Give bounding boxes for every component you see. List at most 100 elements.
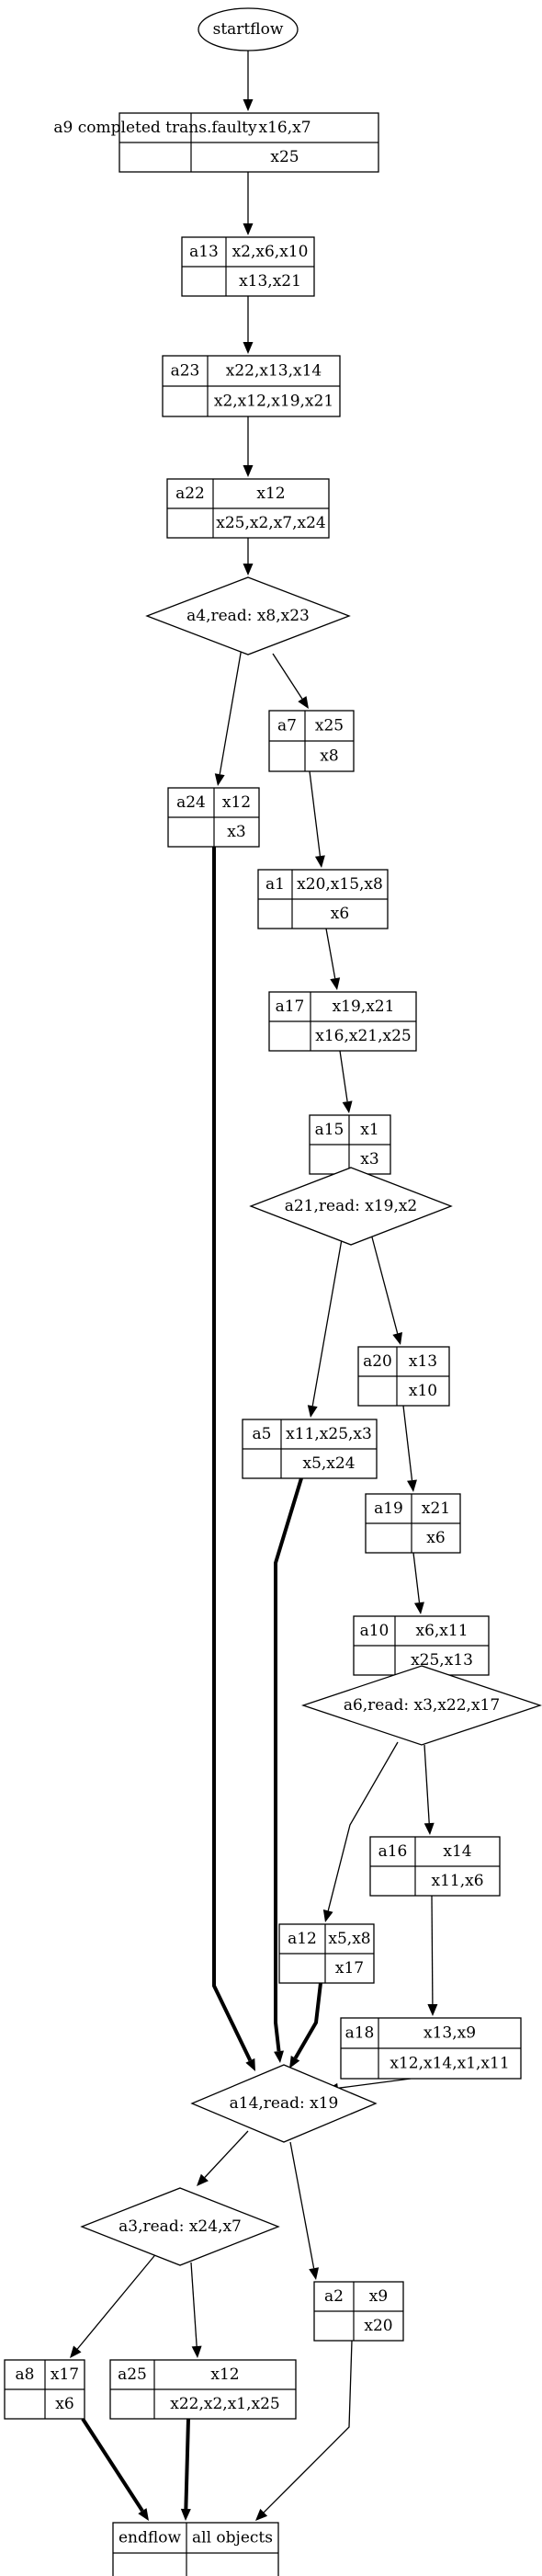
edge-a2-to-endflow [255, 2340, 353, 2521]
node-a18: a18 x13,x9 x12,x14,x1,x11 [340, 2017, 522, 2080]
arrowhead-icon [180, 2508, 191, 2521]
decision-diamond [190, 2064, 378, 2143]
record-top-value: x14 [443, 1842, 471, 1861]
edge-a8-to-endflow [81, 2417, 149, 2521]
arrowhead-icon [274, 2050, 284, 2063]
node-a6: a6,read: x3,x22,x17 [300, 1665, 542, 1746]
node-a5: a5 x11,x25,x3 x5,x24 [242, 1419, 378, 1479]
record-name: a25 [118, 2365, 147, 2384]
node-a3: a3,read: x24,x7 [80, 2187, 280, 2266]
arrowhead-icon [255, 2508, 268, 2521]
edge-line [289, 2141, 315, 2269]
arrowhead-icon [243, 465, 254, 477]
arrowhead-icon [289, 2055, 300, 2069]
record-bottom-value: x2,x12,x19,x21 [214, 393, 333, 411]
edge-line [337, 2078, 412, 2089]
edge-a5-to-a14 [274, 1477, 303, 2063]
edges-layer [70, 51, 438, 2521]
arrowhead-icon [214, 773, 225, 786]
edge-a14-to-a3 [197, 2130, 249, 2186]
edge-a25-to-endflow [180, 2418, 191, 2521]
arrowhead-icon [322, 1909, 333, 1922]
record-top-value: all objects [192, 2529, 273, 2548]
arrowhead-icon [70, 2345, 82, 2358]
edge-line [81, 2417, 144, 2513]
edge-a12-to-a14 [289, 1982, 322, 2069]
record-name: a17 [276, 997, 305, 1016]
record-name: a20 [363, 1352, 392, 1371]
record-bottom-value: x12,x14,x1,x11 [390, 2055, 509, 2073]
arrowhead-icon [427, 2003, 438, 2016]
record-bottom-value: x5,x24 [302, 1454, 355, 1473]
edge-a1-to-a17 [325, 928, 341, 990]
record-top-value: x11,x25,x3 [286, 1425, 372, 1443]
edge-a24-to-a14 [212, 847, 255, 2071]
node-startflow: startflow [198, 7, 299, 51]
record-bottom-value: x3 [360, 1150, 378, 1168]
edge-line [311, 1238, 343, 1407]
arrowhead-icon [243, 564, 254, 576]
arrowhead-icon [407, 1479, 417, 1492]
record-name: a5 [253, 1425, 272, 1443]
edge-a14-to-a2 [289, 2141, 320, 2280]
record-top-value: x20,x15,x8 [297, 875, 383, 894]
edge-line [293, 1982, 322, 2059]
start-ellipse [198, 7, 299, 51]
record-bottom-value: x16,x21,x25 [315, 1027, 411, 1045]
arrowhead-icon [138, 2508, 149, 2521]
record-name: a22 [175, 484, 205, 503]
record-bottom-value: x25 [270, 148, 299, 166]
arrowhead-icon [243, 223, 254, 235]
edge-a19-to-a10 [412, 1552, 424, 1614]
edge-a21-to-a5 [307, 1238, 343, 1418]
edge-line [309, 770, 322, 857]
record-bottom-value: x6 [331, 905, 349, 923]
edge-a3-to-a25 [190, 2262, 202, 2358]
decision-label: a21,read: x19,x2 [285, 1197, 418, 1215]
record-name: a2 [324, 2287, 344, 2306]
decision-diamond [145, 576, 351, 655]
record-top-value: x12 [210, 2365, 239, 2384]
record-top-value: x6,x11 [415, 1622, 468, 1640]
edge-line [184, 2418, 190, 2510]
record-bottom-value: x3 [227, 823, 245, 841]
arrowhead-icon [243, 342, 254, 354]
record-top-value: x13,x9 [423, 2024, 476, 2043]
edge-a22-to-a4 [243, 538, 254, 576]
record-bottom-value: x6 [426, 1529, 445, 1547]
arrowhead-icon [298, 696, 309, 709]
edge-line [272, 653, 303, 700]
edge-line [402, 1405, 413, 1481]
edge-a3-to-a8 [70, 2251, 159, 2358]
record-name: a12 [288, 1930, 317, 1948]
arrowhead-icon [245, 2057, 255, 2071]
record-top-value: x16,x7 [258, 119, 311, 137]
edge-line [263, 2340, 353, 2513]
record-bottom-value: x13,x21 [239, 272, 301, 291]
edge-line [219, 642, 243, 775]
record-name: a16 [378, 1842, 408, 1861]
arrowhead-icon [413, 1601, 424, 1614]
edge-a13-to-a23 [243, 296, 254, 354]
edge-line [274, 1477, 303, 2052]
decision-label: a3,read: x24,x7 [119, 2217, 242, 2236]
record-name: a18 [345, 2024, 375, 2043]
record-bottom-value: x6 [55, 2395, 73, 2413]
edge-a21-to-a20 [370, 1233, 402, 1345]
decision-diamond [80, 2187, 280, 2266]
record-name: a13 [189, 243, 219, 261]
edge-line [190, 2262, 198, 2347]
record-top-value: x13 [409, 1352, 437, 1371]
record-top-value: x12 [222, 793, 251, 812]
arrowhead-icon [423, 1822, 435, 1835]
arrowhead-icon [330, 977, 341, 990]
